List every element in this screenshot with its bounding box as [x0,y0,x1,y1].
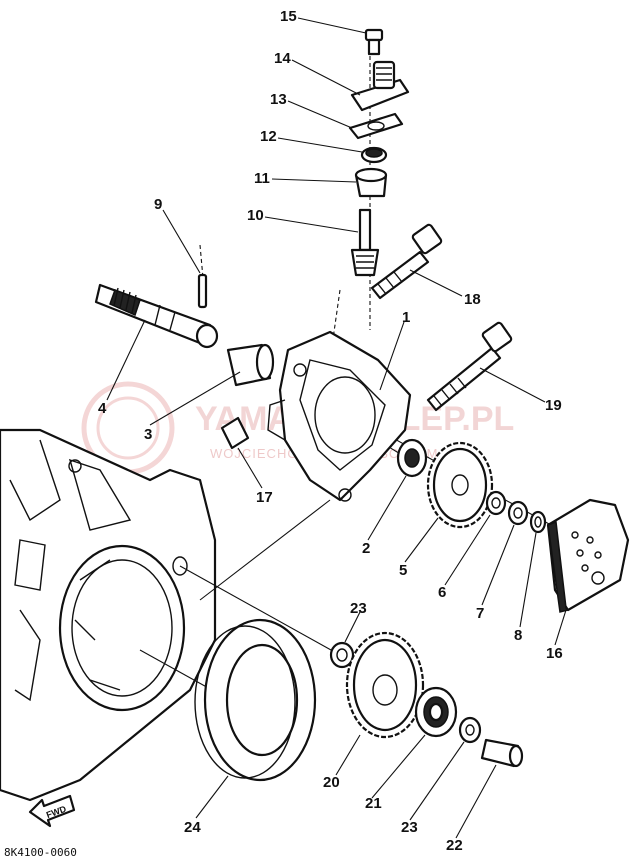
part-15-screw [364,28,384,56]
part-24-gasket [194,618,317,782]
part-19-bolt [426,321,513,412]
callout-10: 10 [247,207,264,224]
callout-4: 4 [98,400,107,417]
callout-7: 7 [476,605,484,622]
callout-6: 6 [438,584,446,601]
callout-15: 15 [280,8,297,25]
part-8-circlip [529,510,547,534]
callout-18: 18 [464,291,481,308]
callout-11: 11 [254,170,270,187]
part-17-dowel [220,416,250,450]
callout-21: 21 [365,795,382,812]
callout-14: 14 [274,50,291,67]
callout-3: 3 [144,426,152,443]
crankcase [0,428,217,802]
part-12-oil-seal [360,146,388,164]
part-18-bolt [370,223,443,300]
part-10-drive-gear [350,208,380,277]
part-7-washer [507,500,529,526]
callout-22: 22 [446,837,463,854]
callout-16: 16 [546,645,563,662]
callout-23-bottom: 23 [401,819,418,836]
callout-23-top: 23 [350,600,367,617]
fwd-arrow: FWD [28,794,76,828]
part-4-shaft [94,283,219,349]
part-1-pump-housing [267,330,412,502]
callout-24: 24 [184,819,201,836]
callout-19: 19 [545,397,562,414]
part-20-sprocket [345,631,425,739]
part-3-collar [226,343,275,387]
part-21-bearing [414,686,458,738]
part-9-pin [197,273,208,309]
callout-8: 8 [514,627,522,644]
callout-labels: 15 14 13 12 11 10 9 18 1 4 3 19 17 2 5 6… [98,8,563,854]
callout-12: 12 [260,128,277,145]
callout-13: 13 [270,91,287,108]
callout-2: 2 [362,540,370,557]
callout-20: 20 [323,774,340,791]
part-6-washer [485,490,507,516]
part-14-fitting [350,60,410,112]
leader-lines [106,17,567,839]
part-16-chain [546,498,630,613]
part-13-gasket [348,112,404,140]
part-5-sprocket [426,441,494,529]
part-23-washer-b [458,716,482,744]
figure-code: 8K4100-0060 [4,846,77,859]
callout-9: 9 [154,196,162,213]
callout-5: 5 [399,562,407,579]
callout-1: 1 [402,309,410,326]
part-22-pin [480,738,524,768]
callout-17: 17 [256,489,273,506]
part-11-bushing [354,167,388,198]
part-2-oil-seal [396,438,428,478]
